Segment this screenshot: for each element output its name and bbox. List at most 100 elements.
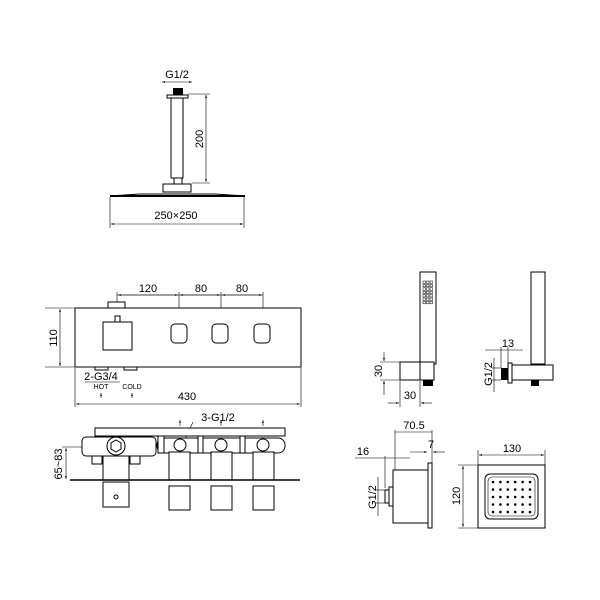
head-size-label: 250×250	[154, 210, 197, 222]
nozzle-dot	[506, 503, 510, 506]
nozzle-dot	[528, 503, 532, 506]
body-jet-front: 130 120	[451, 443, 546, 529]
spray-face	[422, 280, 433, 305]
inlet-label: 2-G3/4	[84, 371, 118, 383]
spray-hole	[422, 280, 426, 284]
jet-depth-label: 70.5	[403, 420, 424, 432]
nozzle-dot	[521, 480, 524, 484]
nozzle-dot	[491, 488, 495, 491]
nozzle-dot	[513, 495, 517, 499]
nozzle-dot	[491, 510, 495, 514]
spray-hole	[422, 301, 426, 305]
jet-width-label: 130	[503, 443, 521, 455]
nozzle-dot	[521, 495, 524, 499]
hand-shower-side: 13 G1/2	[483, 271, 554, 392]
spray-hole	[426, 294, 430, 298]
spray-hole	[422, 284, 426, 288]
valve-body: 3-G1/2	[53, 412, 300, 511]
spray-hole	[429, 301, 433, 305]
spray-hole	[429, 284, 433, 288]
body-jet-side: 70.5 7 16 G1/2	[355, 420, 445, 529]
hand-shower-handle-side	[530, 271, 546, 365]
spacing-label-2: 80	[195, 283, 207, 295]
valve-knob-1	[170, 323, 188, 344]
hot-label: HOT	[94, 384, 110, 391]
nozzle-dot	[499, 488, 502, 491]
nozzle-dot	[521, 488, 524, 491]
valve-knob-3	[253, 323, 271, 344]
nozzle-dot	[528, 480, 532, 484]
panel-width-label: 430	[178, 391, 196, 403]
spray-hole	[429, 280, 433, 284]
thread-fitting	[173, 88, 183, 95]
outlet-valve-3	[252, 438, 275, 511]
jet-height-label: 120	[451, 487, 463, 505]
hand-shower-thread-label: G1/2	[483, 362, 495, 386]
overhead-thread-label: G1/2	[165, 69, 189, 81]
outlet-valve-1	[168, 438, 191, 511]
nozzle-dot	[513, 488, 517, 491]
shower-arm	[170, 97, 184, 179]
jet-nozzle-panel	[484, 473, 539, 520]
nozzle-dot	[499, 480, 502, 484]
nozzle-dot	[528, 495, 532, 499]
jet-plate-label: 7	[428, 439, 434, 451]
holder-width-label: 30	[404, 390, 416, 402]
spray-hole	[429, 297, 433, 301]
nozzle-dot	[499, 510, 502, 514]
nozzle-dot	[491, 480, 495, 484]
holder-height-label: 30	[373, 365, 385, 377]
depth-label: 65~83	[53, 449, 65, 480]
spray-hole	[429, 290, 433, 294]
panel-height-label: 110	[48, 329, 60, 347]
nozzle-dot	[513, 503, 517, 506]
mounting-bar	[94, 427, 286, 437]
spray-hole	[426, 287, 430, 291]
nozzle-dot	[499, 495, 502, 499]
outlet-label: 3-G1/2	[201, 412, 235, 424]
spray-hole	[426, 284, 430, 288]
nozzle-dot	[521, 510, 524, 514]
jet-body	[392, 469, 429, 524]
spray-hole	[429, 294, 433, 298]
hand-shower-handle	[419, 271, 437, 365]
thermostat-handle	[102, 321, 133, 351]
valve-knob-2	[211, 323, 229, 344]
nozzle-dot	[506, 480, 510, 484]
nozzle-dot	[528, 510, 532, 514]
hand-shower-front: 30 30	[373, 271, 437, 407]
nozzle-dot	[528, 488, 532, 491]
jet-nozzles	[491, 480, 532, 514]
spacing-label-3: 80	[236, 283, 248, 295]
nozzle-dot	[499, 503, 502, 506]
nozzle-dot	[506, 510, 510, 514]
nozzle-dot	[513, 480, 517, 484]
control-panel-front: 120 80 80 110 2-G3/4 HOT COLD 430	[45, 283, 302, 407]
nozzle-dot	[506, 488, 510, 491]
diverter-cap	[107, 301, 126, 309]
arm-length-label: 200	[194, 130, 206, 148]
offset-label: 13	[502, 338, 514, 350]
head-connector	[162, 183, 192, 193]
spray-hole	[422, 290, 426, 294]
spray-hole	[422, 297, 426, 301]
spray-hole	[426, 280, 430, 284]
spacing-label-1: 120	[139, 283, 157, 295]
nozzle-dot	[513, 510, 517, 514]
overhead-shower: G1/2 200 250×250	[109, 69, 246, 228]
spray-hole	[429, 287, 433, 291]
spray-hole	[422, 294, 426, 298]
arm-nut	[173, 177, 183, 185]
spray-hole	[422, 287, 426, 291]
spray-hole	[426, 297, 430, 301]
spray-hole	[426, 301, 430, 305]
nozzle-dot	[491, 503, 495, 506]
jet-face-plate	[427, 462, 433, 529]
nozzle-dot	[491, 495, 495, 499]
wall-holder	[399, 361, 435, 381]
spray-hole	[426, 290, 430, 294]
outlet-valve-2	[210, 438, 233, 511]
nozzle-dot	[506, 495, 510, 499]
